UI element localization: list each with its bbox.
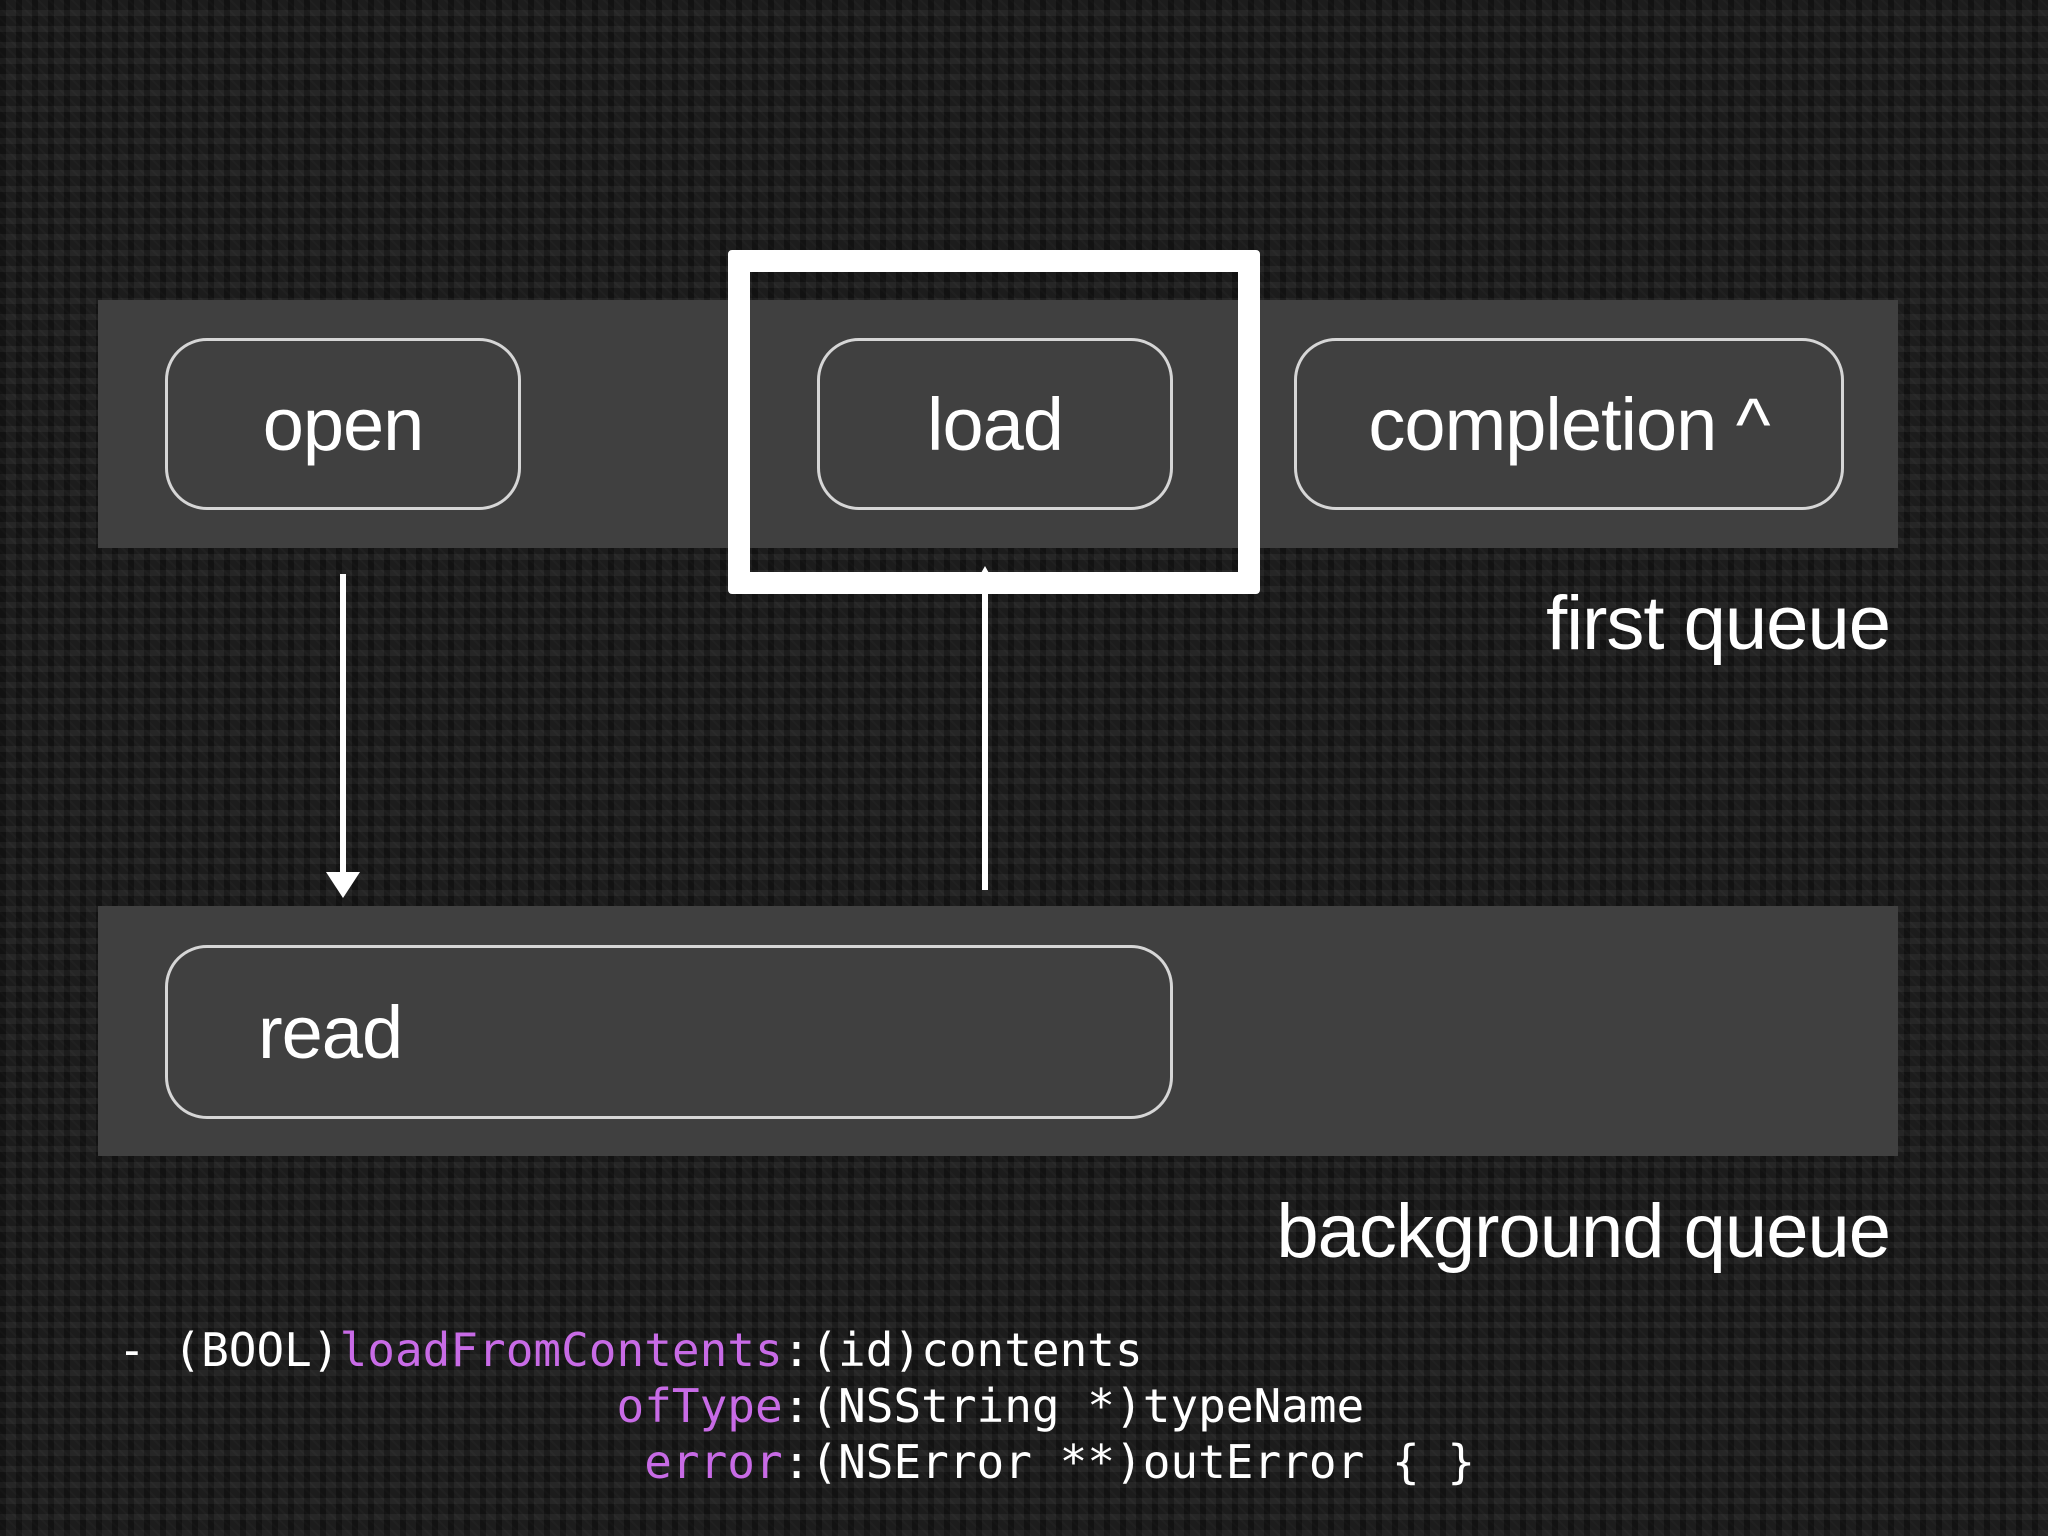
task-completion: completion ^ (1294, 338, 1844, 510)
background-queue-label: background queue (1276, 1189, 1891, 1274)
code-line-2-indent (118, 1379, 617, 1433)
code-line-1-prefix: - (BOOL) (118, 1323, 340, 1377)
code-line-3-indent (118, 1435, 644, 1489)
task-load: load (817, 338, 1173, 510)
task-completion-label: completion ^ (1368, 382, 1770, 466)
code-line-2-keyword: ofType (616, 1379, 783, 1433)
code-line-2: ofType:(NSString *)typeName (118, 1378, 1475, 1434)
open-to-read-arrowhead (326, 872, 360, 898)
code-line-1-rest: :(id)contents (782, 1323, 1143, 1377)
code-line-1-keyword: loadFromContents (339, 1323, 783, 1377)
read-to-load-arrowhead (976, 566, 994, 582)
task-open-label: open (262, 382, 425, 466)
code-line-2-rest: :(NSString *)typeName (782, 1379, 1365, 1433)
code-line-1: - (BOOL)loadFromContents:(id)contents (118, 1322, 1475, 1378)
code-snippet: - (BOOL)loadFromContents:(id)contents of… (118, 1322, 1475, 1490)
load-highlight-box (728, 250, 1260, 594)
task-open: open (165, 338, 521, 510)
task-load-label: load (927, 382, 1064, 466)
first-queue-label: first queue (1546, 581, 1891, 666)
code-line-3-rest: :(NSError **)outError { } (782, 1435, 1476, 1489)
task-read: read (165, 945, 1173, 1119)
code-line-3-keyword: error (644, 1435, 783, 1489)
task-read-label: read (258, 990, 403, 1074)
code-line-3: error:(NSError **)outError { } (118, 1434, 1475, 1490)
